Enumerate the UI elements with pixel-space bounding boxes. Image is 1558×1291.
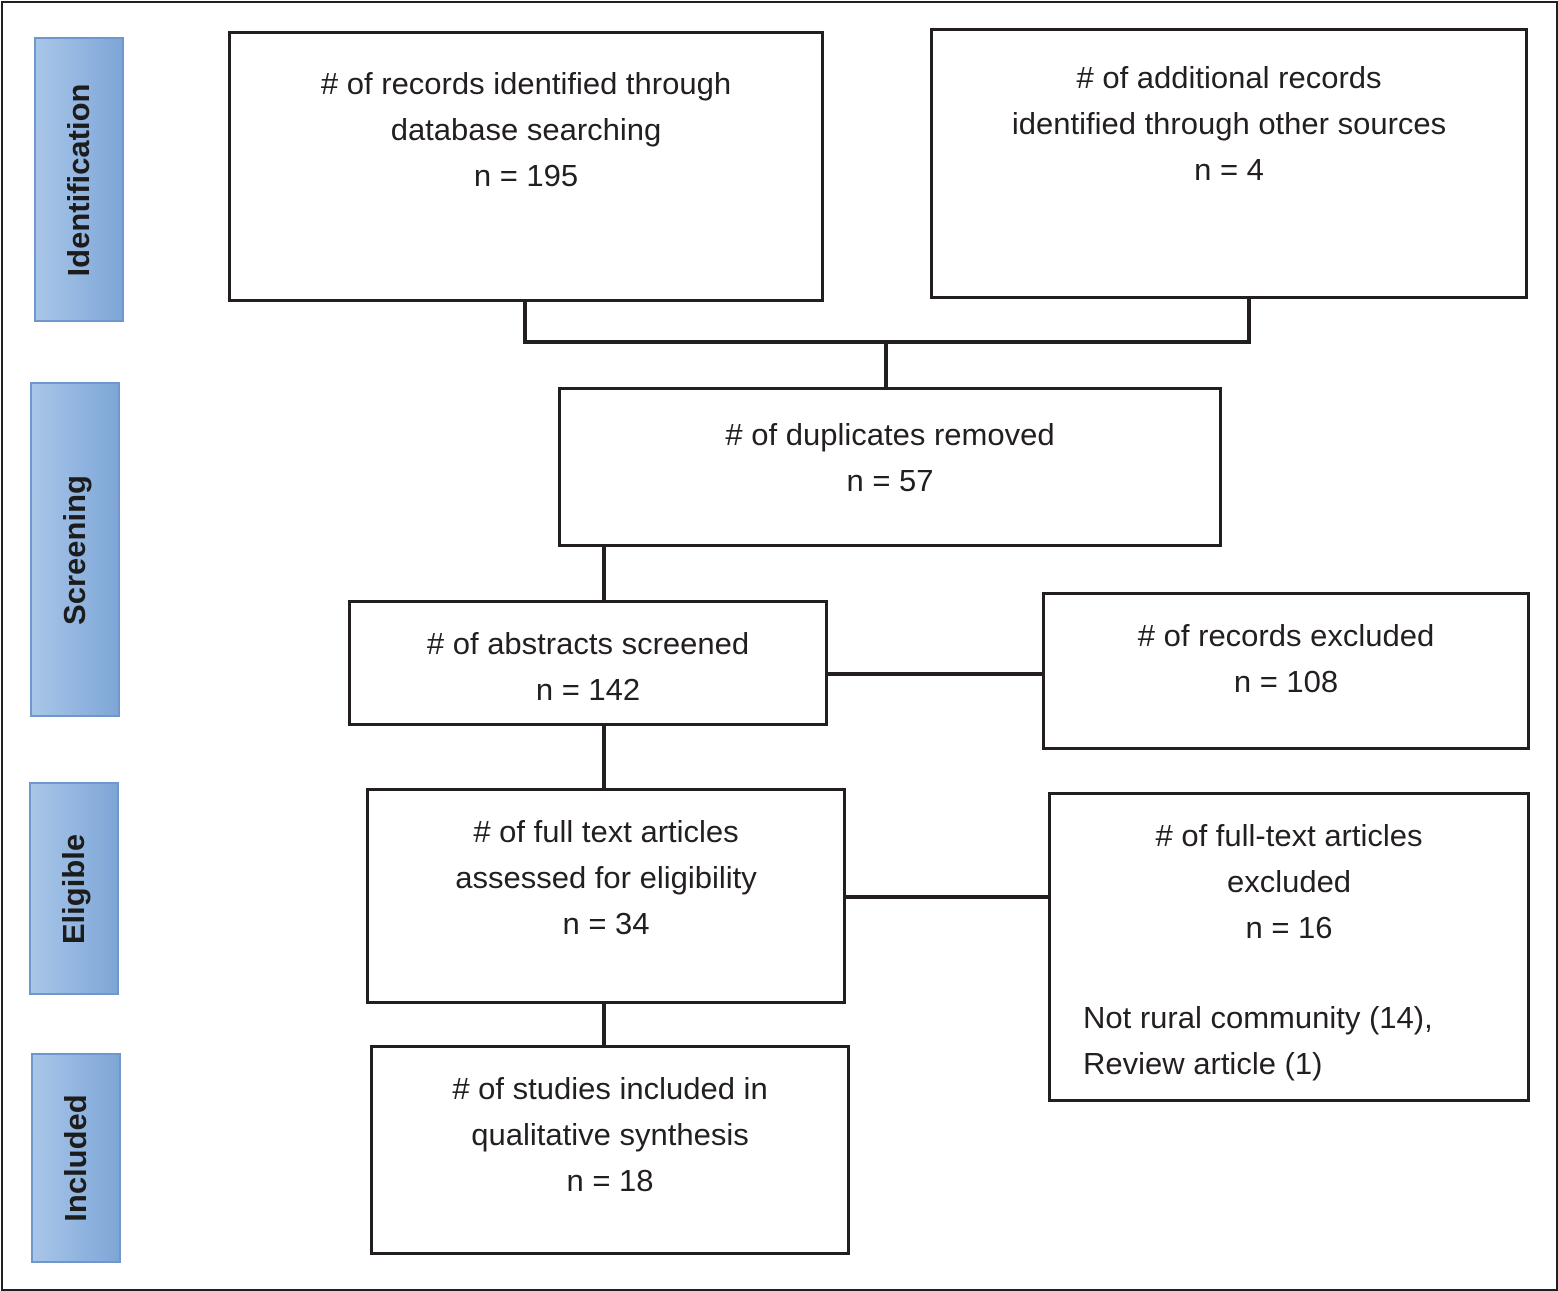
phase-eligible-label: Eligible [56, 833, 91, 944]
phase-included-label: Included [58, 1094, 93, 1222]
box-included: # of studies included in qualitative syn… [370, 1045, 850, 1255]
box-other-sources: # of additional records identified throu… [930, 28, 1528, 299]
database-search-line-2: database searching [390, 112, 662, 147]
records-excluded-count: n = 108 [1233, 664, 1339, 699]
phase-identification-label: Identification [61, 83, 96, 276]
connector-fulltext-to-excluded [845, 895, 1050, 899]
connector-duplicates-to-abstracts [602, 545, 606, 602]
duplicates-line-1: # of duplicates removed [725, 417, 1055, 452]
other-sources-line-1: # of additional records [1076, 60, 1382, 95]
included-line-1: # of studies included in [452, 1071, 768, 1106]
box-database-search: # of records identified through database… [228, 31, 824, 302]
full-text-count: n = 34 [562, 906, 650, 941]
exclusion-reasons: Not rural community (14), Review article… [1083, 995, 1433, 1087]
connector-other-down [1247, 298, 1251, 344]
connector-fulltext-to-included [602, 1002, 606, 1047]
other-sources-count: n = 4 [1194, 152, 1264, 187]
full-text-line-1: # of full text articles [473, 814, 739, 849]
duplicates-count: n = 57 [846, 463, 934, 498]
included-count: n = 18 [566, 1163, 654, 1198]
database-search-count: n = 195 [473, 158, 579, 193]
exclusion-reason-2: Review article (1) [1083, 1046, 1323, 1081]
abstracts-line-1: # of abstracts screened [426, 626, 750, 661]
phase-included: Included [31, 1053, 121, 1263]
phase-identification: Identification [34, 37, 124, 322]
box-duplicates: # of duplicates removed n = 57 [558, 387, 1222, 547]
phase-screening: Screening [30, 382, 120, 717]
phase-screening-label: Screening [57, 474, 92, 625]
connector-database-down [523, 300, 527, 344]
box-full-text-excluded: # of full-text articles excluded n = 16 … [1048, 792, 1530, 1102]
box-full-text: # of full text articles assessed for eli… [366, 788, 846, 1004]
connector-abstracts-to-fulltext [602, 724, 606, 789]
phase-eligible: Eligible [29, 782, 119, 995]
other-sources-line-2: identified through other sources [1011, 106, 1447, 141]
included-line-2: qualitative synthesis [471, 1117, 749, 1152]
exclusion-reason-1: Not rural community (14), [1083, 1000, 1433, 1035]
connector-merge-to-duplicates [884, 340, 888, 389]
full-text-excluded-count: n = 16 [1245, 910, 1333, 945]
records-excluded-line-1: # of records excluded [1137, 618, 1435, 653]
box-records-excluded: # of records excluded n = 108 [1042, 592, 1530, 750]
full-text-line-2: assessed for eligibility [455, 860, 757, 895]
full-text-excluded-line-1: # of full-text articles [1155, 818, 1423, 853]
full-text-excluded-line-2: excluded [1226, 864, 1352, 899]
database-search-line-1: # of records identified through [320, 66, 732, 101]
connector-abstracts-to-excluded [826, 672, 1044, 676]
box-abstracts: # of abstracts screened n = 142 [348, 600, 828, 726]
abstracts-count: n = 142 [535, 672, 641, 707]
